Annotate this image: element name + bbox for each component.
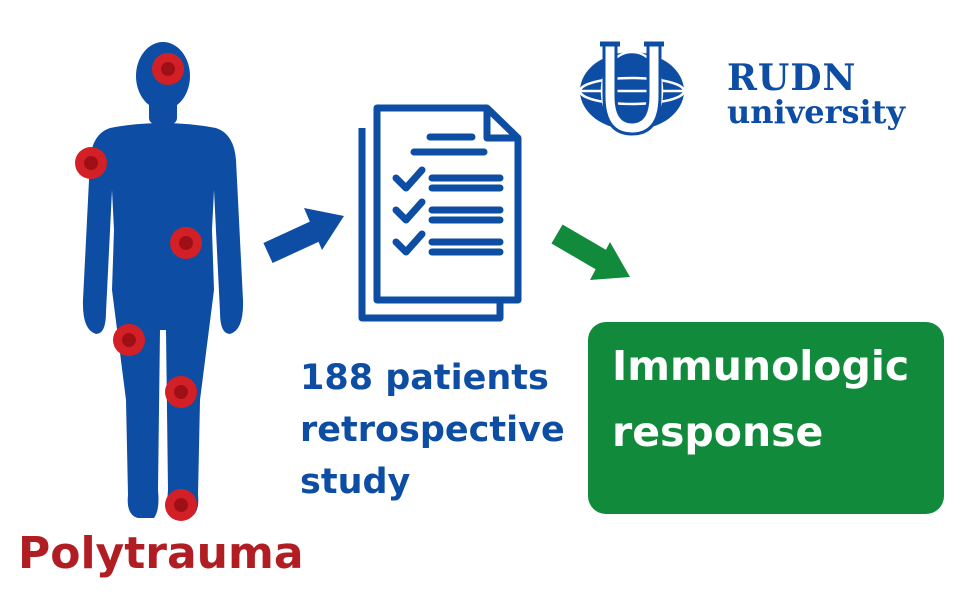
injury-marker-thigh [113, 324, 145, 356]
logo-line-university: university [727, 93, 906, 131]
injury-marker-knee [165, 376, 197, 408]
study-line-retrospective: retrospective [300, 410, 565, 450]
injury-marker-head [152, 53, 184, 85]
checklist-document-icon [358, 104, 522, 322]
polytrauma-caption: Polytrauma [18, 528, 304, 579]
result-box [588, 322, 944, 514]
study-line-study: study [300, 462, 411, 502]
injury-markers [75, 53, 202, 521]
injury-marker-shoulder [75, 147, 107, 179]
result-line-response: response [612, 408, 824, 456]
human-body-icon [82, 42, 244, 518]
blue-arrow-icon [263, 208, 344, 263]
injury-marker-ankle [165, 489, 197, 521]
study-line-patients: 188 patients [300, 358, 549, 398]
rudn-globe-logo-icon [578, 41, 686, 136]
result-line-immunologic: Immunologic [612, 342, 910, 390]
logo-line-rudn: RUDN [727, 57, 857, 99]
green-arrow-icon [551, 224, 630, 280]
injury-marker-abdomen [170, 227, 202, 259]
